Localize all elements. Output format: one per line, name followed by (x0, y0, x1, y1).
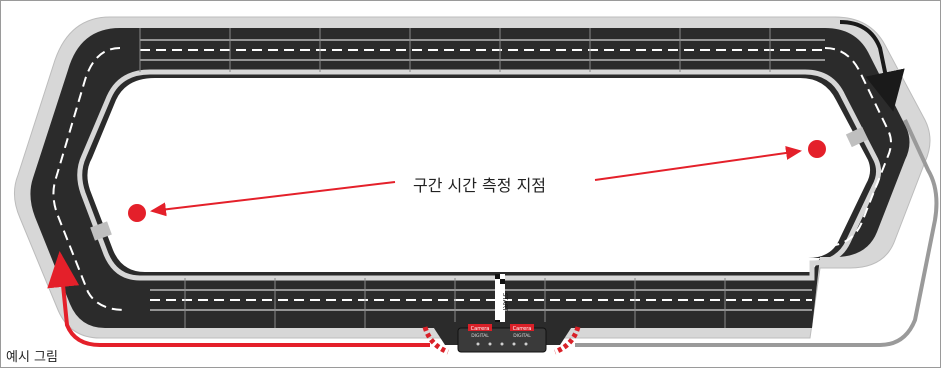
direction-arrow-red (47, 251, 430, 347)
sensor-pad-left (90, 221, 112, 241)
example-caption: 예시 그림 (6, 350, 58, 365)
sensor-pad-right (845, 126, 869, 148)
direction-arrow-gray (575, 119, 939, 347)
pointer-arrow-left (150, 181, 396, 217)
control-station: Carrera Carrera DIGITAL DIGITAL (430, 322, 575, 353)
station-lane-left: DIGITAL (471, 333, 489, 339)
pointer-arrow-right (594, 146, 802, 181)
station-badge-left: Carrera (471, 326, 490, 332)
start-label: START (501, 293, 508, 312)
station-lane-right: DIGITAL (513, 333, 531, 339)
station-badge-right: Carrera (513, 326, 532, 332)
kerb-left (422, 326, 449, 355)
measure-point-right (808, 140, 826, 158)
measure-point-left (128, 204, 146, 222)
kerb-right (554, 326, 581, 355)
measure-point-label: 구간 시간 측정 지점 (413, 176, 547, 195)
track-infield (87, 78, 871, 272)
direction-arrow-dark (839, 20, 905, 112)
